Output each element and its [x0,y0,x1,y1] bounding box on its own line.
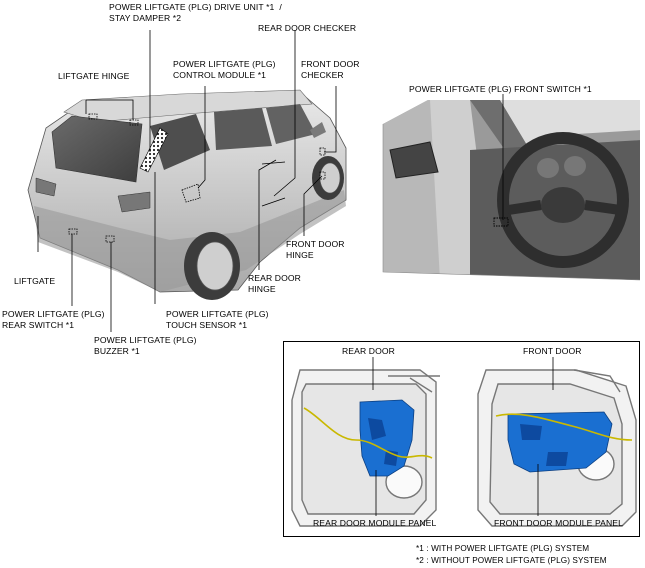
footnote-1: *1 : WITH POWER LIFTGATE (PLG) SYSTEM [416,544,590,553]
label-plg-control-module: POWER LIFTGATE (PLG) CONTROL MODULE *1 [173,59,276,80]
rear-harness [303,407,433,459]
label-front-door: FRONT DOOR [523,346,582,356]
label-front-door-hinge: FRONT DOOR HINGE [286,239,345,260]
control-module-marker [181,183,201,203]
liftgate-hinge-left-marker [88,113,98,120]
buzzer-marker [105,235,115,243]
label-plg-drive-unit: POWER LIFTGATE (PLG) DRIVE UNIT *1 / STA… [109,2,282,23]
label-liftgate: LIFTGATE [14,276,56,286]
label-rear-door-checker: REAR DOOR CHECKER [258,23,357,33]
rear-switch-marker [68,228,78,235]
label-rear-door-module-panel: REAR DOOR MODULE PANEL [313,518,437,528]
label-plg-touch-sensor: POWER LIFTGATE (PLG) TOUCH SENSOR *1 [166,309,269,330]
front-switch-marker [493,217,509,227]
front-harness [495,413,633,441]
label-rear-door-hinge: REAR DOOR HINGE [248,273,301,294]
label-rear-door: REAR DOOR [342,346,395,356]
footnote-2: *2 : WITHOUT POWER LIFTGATE (PLG) SYSTEM [416,556,607,565]
stay-damper-marker [139,127,169,173]
label-liftgate-hinge: LIFTGATE HINGE [58,71,130,81]
leader-lines [37,30,337,332]
label-plg-front-switch: POWER LIFTGATE (PLG) FRONT SWITCH *1 [409,84,592,94]
label-plg-rear-switch: POWER LIFTGATE (PLG) REAR SWITCH *1 [2,309,105,330]
label-plg-buzzer: POWER LIFTGATE (PLG) BUZZER *1 [94,335,197,356]
liftgate-hinge-right-marker [129,119,139,126]
rear-window [51,115,143,183]
label-front-door-module-panel: FRONT DOOR MODULE PANEL [494,518,623,528]
label-front-door-checker: FRONT DOOR CHECKER [301,59,360,80]
